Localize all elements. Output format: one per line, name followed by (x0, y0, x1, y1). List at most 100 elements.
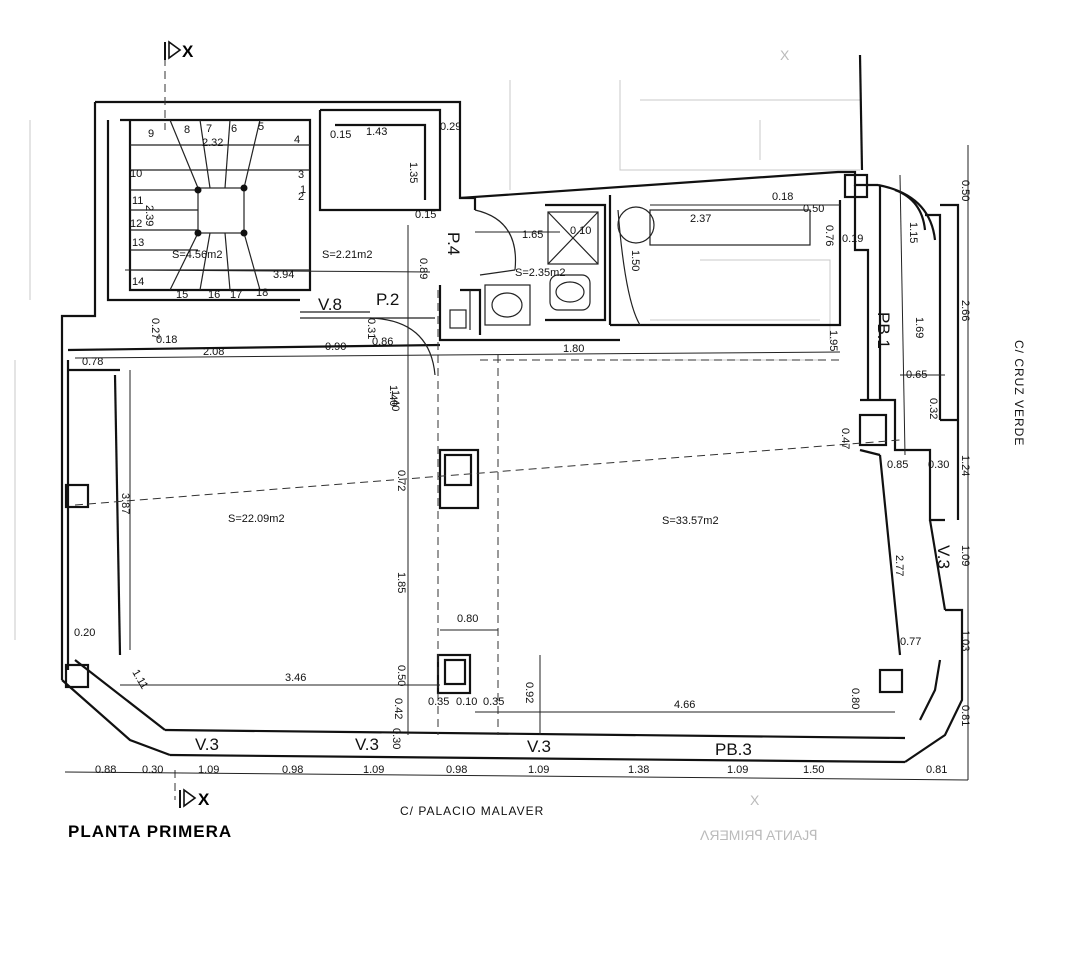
dimension-interior: 0.30 (928, 459, 949, 471)
dimension-interior: 1.15 (907, 222, 919, 243)
dimension-interior: 2.39 (143, 205, 155, 226)
area-label: S=4.56m2 (172, 249, 222, 261)
dimension-interior: 0.72 (395, 470, 407, 491)
dimension-east: 0.50 (959, 180, 971, 201)
stair-step-number: 18 (256, 287, 268, 299)
dimension-interior: 0.35 (428, 696, 449, 708)
area-label: S=2.21m2 (322, 249, 372, 261)
dimension-interior: 2.37 (690, 213, 711, 225)
stair-step-number: 3 (298, 169, 304, 181)
dimension-interior: 0.20 (74, 627, 95, 639)
dimension-bottom: 0.81 (926, 764, 947, 776)
dimension-bottom: 1.09 (727, 764, 748, 776)
stair-step-number: 2 (298, 191, 304, 203)
outer-walls (60, 54, 964, 764)
section-marker-bottom: X (179, 788, 210, 809)
dimension-bottom: 1.09 (198, 764, 219, 776)
dimension-interior: 2.32 (202, 137, 223, 149)
section-mark-top: X (182, 42, 194, 61)
opening-label: P.4 (444, 232, 463, 255)
dashed-lines (74, 45, 901, 800)
svg-text:X: X (750, 792, 760, 808)
dimension-interior: 2.77 (893, 555, 905, 576)
dimension-interior: 1.50 (629, 250, 641, 271)
dimension-bottom: 0.88 (95, 764, 116, 776)
dimension-interior: 0.77 (900, 636, 921, 648)
dimension-interior: 4.66 (674, 699, 695, 711)
opening-label: V.8 (318, 295, 342, 314)
dimension-east: 1.09 (959, 545, 971, 566)
dimension-interior: 0.89 (417, 258, 429, 279)
dimension-interior: 1.40 (387, 385, 399, 406)
dimension-interior: 0.29 (440, 121, 461, 133)
section-marker-top: X (164, 40, 194, 61)
dimension-interior: 0.31 (365, 318, 377, 339)
dimension-interior: 0.92 (523, 682, 535, 703)
ghost-bleed-through: X X ΛЯƎMIЯꟼ ATИAJꟼ (14, 47, 860, 843)
stair-step-number: 15 (176, 289, 188, 301)
stair-step-number: 5 (258, 121, 264, 133)
dimension-east: 0.81 (959, 705, 971, 726)
dimension-bottom: 0.30 (142, 764, 163, 776)
dimension-interior: 0.27 (149, 318, 161, 339)
stair-step-number: 4 (294, 134, 300, 146)
dimension-interior: 0.35 (483, 696, 504, 708)
stair-step-number: 14 (132, 276, 144, 288)
dimension-interior: 0.50 (395, 665, 407, 686)
dimension-interior: 0.47 (839, 428, 851, 449)
stair-step-number: 11 (132, 195, 143, 207)
opening-label: V.3 (355, 735, 379, 754)
stair-step-number: 1 (300, 184, 306, 196)
stair-step-number: 12 (130, 218, 142, 230)
section-mark-bottom: X (198, 790, 210, 809)
dimension-interior: 1.80 (563, 343, 584, 355)
area-label: S=33.57m2 (662, 515, 719, 527)
door-swings (369, 209, 641, 376)
dimension-bottom: 0.98 (282, 764, 303, 776)
dimension-interior: 0.18 (156, 334, 177, 346)
stair-step-number: 9 (148, 128, 154, 140)
dimension-interior: 0.65 (906, 369, 927, 381)
dimension-interior: 0.86 (372, 336, 393, 348)
dimension-interior: 0.15 (330, 129, 351, 141)
dimension-east: 1.03 (959, 630, 971, 651)
street-south: C/ PALACIO MALAVER (400, 804, 544, 818)
svg-text:X: X (780, 47, 790, 63)
stair-step-number: 8 (184, 124, 190, 136)
dimension-interior: 2.08 (203, 346, 224, 358)
opening-label: V.3 (527, 737, 551, 756)
dimension-interior: 0.15 (415, 209, 436, 221)
opening-label: PB.3 (715, 740, 752, 759)
dimension-interior: 0.50 (803, 203, 824, 215)
stair-step-number: 7 (206, 123, 212, 135)
dimension-interior: 1.85 (395, 572, 407, 593)
svg-text:ΛЯƎMIЯꟼ ATИAJꟼ: ΛЯƎMIЯꟼ ATИAJꟼ (700, 827, 818, 843)
dimension-interior: 0.80 (457, 613, 478, 625)
dimension-interior: 1.35 (407, 162, 419, 183)
opening-label: V.3 (934, 545, 953, 569)
dimension-interior: 0.90 (325, 341, 346, 353)
dimension-interior: 0.78 (82, 356, 103, 368)
dimension-interior: 3.87 (119, 493, 131, 514)
stair-step-number: 6 (231, 123, 237, 135)
stair-step-number: 16 (208, 289, 220, 301)
dimension-interior: 3.46 (285, 672, 306, 684)
dimension-interior: 1.69 (913, 317, 925, 338)
opening-label: P.2 (376, 290, 399, 309)
dimension-interior: 0.85 (887, 459, 908, 471)
dimension-interior: 0.32 (927, 398, 939, 419)
stair-step-number: 17 (230, 289, 242, 301)
area-label: S=22.09m2 (228, 513, 285, 525)
dimension-interior: 0.42 (392, 698, 404, 719)
dimension-east: 2.66 (959, 300, 971, 321)
dimension-interior: 0.10 (570, 225, 591, 237)
dimension-interior: 0.10 (456, 696, 477, 708)
opening-label: V.3 (195, 735, 219, 754)
dimension-interior: 1.95 (827, 330, 839, 351)
street-east: C/ CRUZ VERDE (1012, 340, 1026, 446)
dimension-interior: 0.18 (772, 191, 793, 203)
dimension-bottom: 1.09 (528, 764, 549, 776)
inner-walls (64, 108, 947, 695)
bathroom-fixtures (449, 206, 811, 329)
dimension-east: 1.24 (959, 455, 971, 476)
